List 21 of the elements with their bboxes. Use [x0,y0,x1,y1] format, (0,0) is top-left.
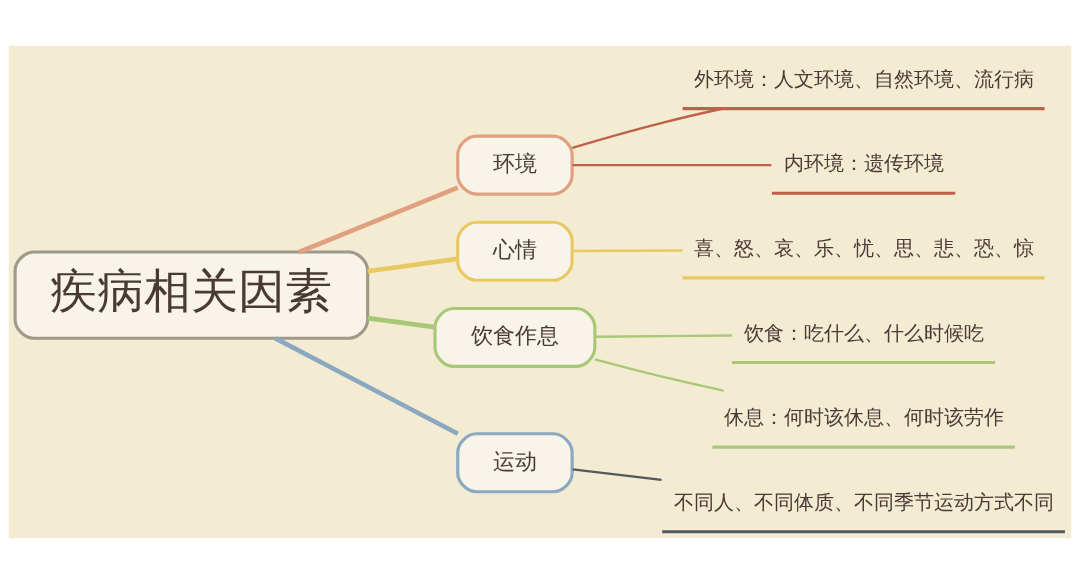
node-text: 外环境：人文环境、自然环境、流行病 [693,66,1034,91]
node-text: 不同人、不同体质、不同季节运动方式不同 [673,489,1054,514]
connector [274,336,459,436]
node-text: 喜、怒、哀、乐、忧、思、悲、恐、惊 [693,236,1034,261]
connector [594,334,732,338]
node-box: 运动 [456,432,574,494]
connector [298,185,459,255]
connector [572,468,662,482]
connector [367,315,435,330]
node-box: 环境 [456,134,574,196]
connector [594,358,724,392]
connector [571,107,723,149]
connector [367,256,458,274]
node-box: 疾病相关因素 [13,250,370,340]
connector [572,249,683,253]
node-text: 内环境：遗传环境 [783,151,944,176]
node-box: 饮食作息 [433,306,597,368]
node-text: 休息：何时该休息、何时该劳作 [723,405,1004,430]
connector [572,163,772,167]
node-text: 饮食：吃什么、什么时候吃 [743,320,984,345]
node-box: 心情 [456,220,574,282]
